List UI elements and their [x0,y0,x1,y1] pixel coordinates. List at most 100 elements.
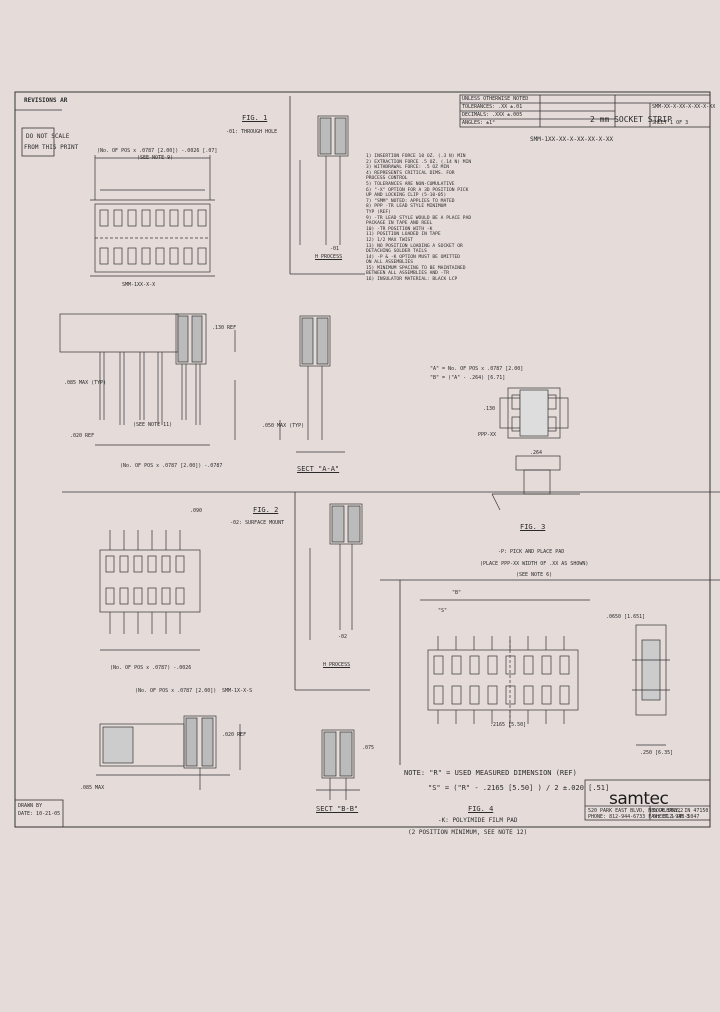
part-number-pattern: SMM-1XX-XX-X-XX-XX-X-XX [530,136,614,143]
title-block-row4: ANGLES: ±1° [462,120,496,126]
note-line: 10) -TR POSITION WITH -K [366,226,433,232]
note-line: 8) PPP -TR LEAD STYLE MINIMUM [366,204,447,210]
title-sheet-number: SHEET 1 OF 3 [653,814,690,820]
fig4-dim-b: "B" [452,590,462,596]
fig2-label: FIG. 2 [253,506,279,514]
fig1-dim-050: .050 MAX (TYP) [262,423,305,429]
fig2-dim-pitch: (No. OF POS x .0787 [2.00]) [135,688,217,694]
do-not-scale-line2: FROM THIS PRINT [24,144,79,151]
fig2-h-process [309,503,363,640]
fig1-dim-085: .085 MAX (TYP) [64,380,107,386]
revisions-label: REVISIONS AR [24,97,68,104]
do-not-scale-line1: DO NOT SCALE [26,133,70,140]
note-line: 5) TOLERANCES ARE NON-CUMULATIVE [366,181,455,187]
fig1-callout: SMM-1XX-X-X [122,282,156,288]
fig4-subtitle: -K: POLYIMIDE FILM PAD [438,817,518,824]
fig1-label-01: -01 [330,246,340,252]
fig2-top-view [99,530,201,651]
fig2-dim-top: (No. OF POS x .0787) -.0026 [110,665,192,671]
fig4-label: FIG. 4 [468,805,494,813]
sect-a-a [279,315,345,453]
fig4-polyimide-view [420,599,670,746]
note-line: PACKAGE IN TAPE AND REEL [366,221,433,227]
note-line: 12) 1/2 MAX TWIST [366,237,414,243]
fig1-dim-top: (No. OF POS x .0787 [2.00]) -.0026 [.07] [97,148,218,154]
fig3-subtitle: -P: PICK AND PLACE PAD [498,549,565,555]
fig3-label: FIG. 3 [520,523,546,531]
fig3-dim-b: "B" = ("A" - .264) [6.71] [430,375,506,381]
fig1-h-process [299,115,349,245]
note-line: 11) POSITION LOADED IN TAPE [366,232,441,238]
note-line: PROCESS CONTROL [366,176,408,182]
drawn-by: DRAWN BY [18,803,43,809]
note-line: 6) "-X" OPTION FOR A 3D POSITION PICK [366,187,469,193]
fig2-dim-090: .090 [190,508,203,514]
note-line: ON ALL ASSEMBLIES [366,260,414,266]
note-line: 2) EXTRACTION FORCE .5 OZ. (.14 N) MIN [366,159,472,165]
fig4-dim-s: "S" [438,608,448,614]
fig3-pick-place [491,387,580,511]
fig4-dim-ref: .2165 [5.50] [490,722,527,728]
fig2-side-view [96,715,241,790]
fig2-dim-075: .075 [362,745,375,751]
title-block-row2: TOLERANCES: .XX ±.01 [462,104,523,110]
fig1-label: FIG. 1 [242,114,268,122]
fig4-subtitle2: (2 POSITION MINIMUM, SEE NOTE 12) [408,829,528,836]
fig1-dim-020: .020 REF [70,433,95,439]
fig1-dim-b: (SEE NOTE 11) [133,422,173,428]
fig2-dim-020: .020 REF [222,732,247,738]
samtec-logo: samtec [609,789,669,809]
fig3-subtitle2: (PLACE PPP-XX WIDTH OF .XX AS SHOWN) [480,561,589,567]
fig1-side-view [59,313,236,446]
fig2-subtitle: -02: SURFACE MOUNT [230,520,285,526]
note-line: TYP (REF) [366,209,391,215]
fig3-callout: PPP-XX [478,432,497,438]
fig3-dim-c: .264 [530,450,543,456]
drawing-number: SMM-XX-X-XX-X-XX-X-XX [652,104,716,110]
note-line: 14) -P & -K OPTION MUST BE OMITTED [366,254,461,260]
drawn-date: DATE: 10-21-05 [18,811,61,817]
note-line: 1) INSERTION FORCE 10 OZ. (.3 N) MIN [366,154,466,159]
note-line: 15) MINIMUM SPACING TO BE MAINTAINED [366,265,466,271]
note-line: 13) NO POSITION LOADING A SOCKET OR [366,243,463,249]
fig1-pin-row [99,209,207,265]
note-r-line2: "S" = ("R" - .2165 [5.50] ) / 2 ±.020 [.… [428,784,610,792]
fig1-dim-pitch: (No. OF POS x .0787 [2.00]) -.0787 [120,463,223,469]
fig1-top-view [90,155,215,277]
fig2-h-process-label: H PROCESS [323,662,351,668]
note-line: 16) INSULATOR MATERIAL: BLACK LCP [366,277,458,283]
title-block-row3: DECIMALS: .XXX ±.005 [462,112,523,118]
fig3-see-note: (SEE NOTE 6) [516,572,553,578]
note-line: 4) REPRESENTS CRITICAL DIMS. FOR [366,170,455,176]
sect-b-b [316,729,360,800]
drawing-title: 2 mm SOCKET STRIP [590,115,672,124]
note-line: 7) "SMM" NOTED: APPLIES TO MATED [366,198,455,204]
fig4-dim-250: .250 [6.35] [640,750,674,756]
note-line: BETWEEN ALL ASSEMBLIES AND -TR [366,271,449,277]
fig4-callout: .0650 [1.651] [606,614,646,620]
company-phone: PHONE: 812-944-6733 FAX: 812-948-5047 [588,814,700,820]
note-line: UP AND LOCKING CLIP (5-10-05) [366,193,447,199]
fig1-see-note: (SEE NOTE 9) [137,155,174,161]
note-line: 3) WITHDRAWAL FORCE: .5 OZ MIN [366,165,449,171]
fig2-dim-085: .085 MAX [80,785,105,791]
fig1-dim-130: .130 REF [212,325,237,331]
note-r-line1: NOTE: "R" = USED MEASURED DIMENSION (REF… [404,769,577,777]
sheet-label: SHEET 1 OF 3 [652,120,689,126]
fig1-subtitle: -01: THROUGH HOLE [226,129,278,135]
company-address: 520 PARK EAST BLVD, NEW ALBANY, IN 47150 [588,808,709,814]
note-line: 9) -TR LEAD STYLE WOULD BE A PLACE PAD [366,215,472,221]
code-number: CODE 55322 [653,808,684,814]
sect-a-a-label: SECT "A-A" [297,465,340,473]
drawing-frame [14,91,711,828]
note-line: DETACHING SOLDER TAILS [366,249,427,255]
title-block-row1: UNLESS OTHERWISE NOTED [462,96,529,102]
fig3-dim-130: .130 [483,406,496,412]
fig2-label-02: -02 [338,634,348,640]
fig1-h-process-label: H PROCESS [315,254,343,260]
sect-b-b-label: SECT "B-B" [316,805,359,813]
fig2-callout: SMM-1X-X-S [222,688,253,694]
